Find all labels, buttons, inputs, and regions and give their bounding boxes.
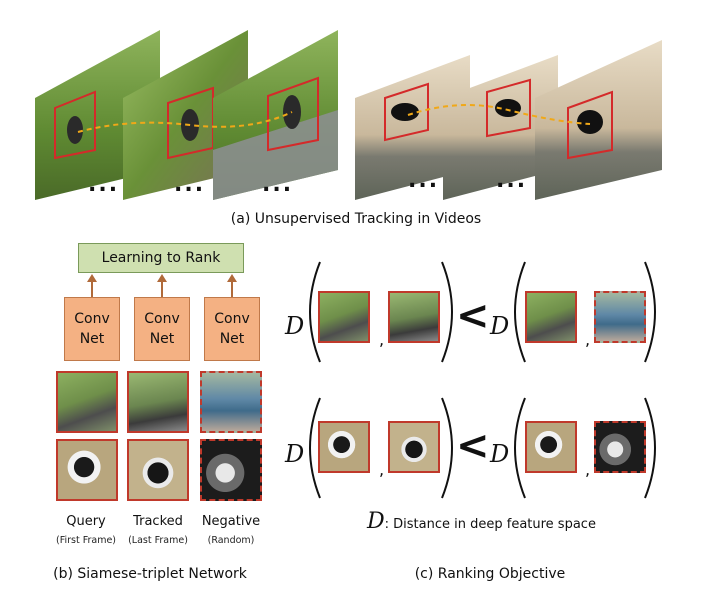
column-sub-negative: (Random) <box>207 535 255 546</box>
legend-symbol: D <box>367 509 385 534</box>
convnet-tracked-line1: Conv <box>144 311 180 327</box>
ellipsis-1: ... <box>88 172 120 197</box>
column-label-query: Query <box>66 514 106 529</box>
ellipsis-5: ... <box>496 168 528 193</box>
distance-symbol-r1-right: D <box>490 312 510 340</box>
convnet-query-line1: Conv <box>74 311 110 327</box>
pair-query-bike <box>318 291 370 343</box>
arrow-head-tracked <box>157 274 167 282</box>
comma-r2b: , <box>585 460 591 479</box>
comma-r1b: , <box>585 330 591 349</box>
arrow-head-negative <box>227 274 237 282</box>
dog-frame-2 <box>443 55 558 200</box>
pair-query-bike-2 <box>525 291 577 343</box>
distance-legend: D: Distance in deep feature space <box>367 509 596 534</box>
pair-query-dog <box>318 421 370 473</box>
negative-cat-image <box>200 439 262 501</box>
caption-b: (b) Siamese-triplet Network <box>53 566 247 582</box>
convnet-negative-line1: Conv <box>214 311 250 327</box>
pair-tracked-bike <box>388 291 440 343</box>
distance-symbol-r1-left: D <box>285 312 305 340</box>
bike-track-path <box>77 111 293 133</box>
arrow-tracked <box>161 281 163 297</box>
column-label-negative: Negative <box>201 514 261 529</box>
convnet-negative: Conv Net <box>204 297 260 361</box>
dog-track-path <box>407 104 591 125</box>
pair-query-dog-2 <box>525 421 577 473</box>
dog-frame-3 <box>535 40 662 200</box>
learning-to-rank-box: Learning to Rank <box>78 243 244 273</box>
negative-blur-image <box>200 371 262 433</box>
tracked-dog-image <box>127 439 189 501</box>
comma-r2a: , <box>379 460 385 479</box>
comma-r1a: , <box>379 330 385 349</box>
column-sub-query: (First Frame) <box>55 535 117 546</box>
pair-negative-blur <box>594 291 646 343</box>
convnet-query: Conv Net <box>64 297 120 361</box>
learning-to-rank-label: Learning to Rank <box>101 250 221 266</box>
arrow-query <box>91 281 93 297</box>
legend-text: : Distance in deep feature space <box>384 517 596 532</box>
caption-a: (a) Unsupervised Tracking in Videos <box>230 211 482 227</box>
caption-c: (c) Ranking Objective <box>414 566 566 582</box>
less-than-r2: < <box>456 423 490 469</box>
ellipsis-4: ... <box>408 168 440 193</box>
ellipsis-2: ... <box>174 172 206 197</box>
convnet-query-line2: Net <box>79 331 105 347</box>
ellipsis-3: ... <box>262 172 294 197</box>
convnet-tracked-line2: Net <box>149 331 175 347</box>
dog-frame-1 <box>355 55 470 200</box>
tracking-frames-illustration <box>35 30 662 200</box>
bike-frame-3 <box>213 30 338 200</box>
distance-symbol-r2-right: D <box>490 440 510 468</box>
convnet-tracked: Conv Net <box>134 297 190 361</box>
arrow-head-query <box>87 274 97 282</box>
less-than-r1: < <box>456 293 490 339</box>
pair-tracked-dog <box>388 421 440 473</box>
query-dog-image <box>56 439 118 501</box>
column-sub-tracked: (Last Frame) <box>128 535 188 546</box>
distance-symbol-r2-left: D <box>285 440 305 468</box>
convnet-negative-line2: Net <box>219 331 245 347</box>
query-bike-image <box>56 371 118 433</box>
arrow-negative <box>231 281 233 297</box>
column-label-tracked: Tracked <box>133 514 183 529</box>
tracked-bike-image <box>127 371 189 433</box>
pair-negative-cat <box>594 421 646 473</box>
